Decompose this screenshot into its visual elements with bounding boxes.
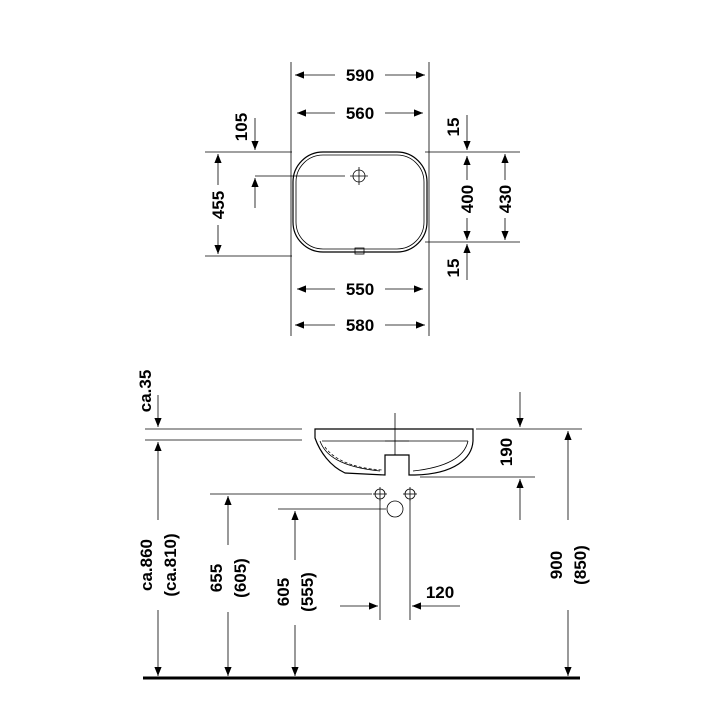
dim-bowl-depth: 400 xyxy=(458,185,477,213)
top-view: 590 560 550 580 455 105 15 400 430 xyxy=(205,62,520,336)
dim-drain-height: 605 xyxy=(274,578,293,606)
basin-section xyxy=(314,413,474,476)
dim-width-inner-bottom: 550 xyxy=(346,280,374,299)
dim-width-inner-top: 560 xyxy=(346,104,374,123)
dim-counter-height: 900 xyxy=(547,551,566,579)
dim-rim-height-alt: (ca.810) xyxy=(161,533,180,596)
dim-drain-height-alt: (555) xyxy=(298,572,317,612)
dim-rim-top: 15 xyxy=(444,118,463,137)
basin-outer-outline xyxy=(292,151,428,253)
overflow-icon xyxy=(354,247,365,255)
tap-hole-icon xyxy=(350,167,368,185)
dim-tap-offset: 105 xyxy=(232,113,251,141)
dim-drain-offset: 120 xyxy=(426,583,454,602)
dim-rim-bottom: 15 xyxy=(444,259,463,278)
dim-bowl-height: 190 xyxy=(497,438,516,466)
dim-supply-height-alt: (605) xyxy=(231,558,250,598)
dim-depth-rim: 430 xyxy=(496,185,515,213)
dim-counter-height-alt: (850) xyxy=(571,545,590,585)
dim-protrusion: ca.35 xyxy=(136,370,155,413)
basin-inner-outline xyxy=(295,154,425,250)
dim-depth-total: 455 xyxy=(209,191,228,219)
supply-valve-left-icon xyxy=(373,487,387,501)
dim-width-bottom: 580 xyxy=(346,316,374,335)
drain-outlet-icon xyxy=(386,500,404,518)
dim-rim-height: ca.860 xyxy=(137,539,156,591)
side-view: ca.35 190 ca.860 (ca.810) 655 (605) 605 … xyxy=(136,370,590,680)
dim-width-outer: 590 xyxy=(346,66,374,85)
dim-supply-height: 655 xyxy=(207,564,226,592)
supply-valve-right-icon xyxy=(403,487,417,501)
